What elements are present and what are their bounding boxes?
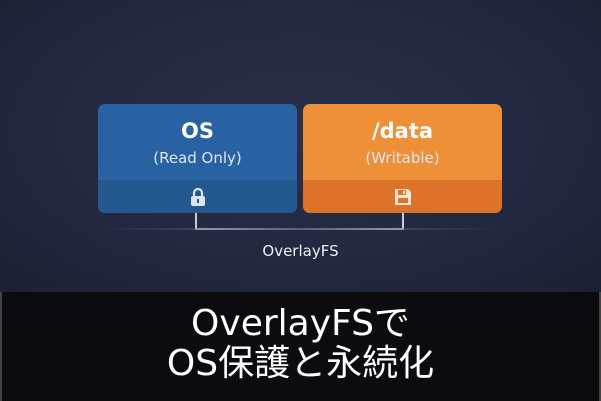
data-layer-box: /data (Writable) — [303, 104, 502, 213]
os-layer-box: OS (Read Only) — [98, 104, 297, 213]
lock-icon — [190, 187, 205, 206]
os-layer-title: OS — [181, 119, 214, 143]
os-layer-subtitle: (Read Only) — [153, 149, 242, 167]
data-layer-subtitle: (Writable) — [365, 149, 440, 167]
connector-line — [402, 213, 404, 230]
caption-line-2: OS保護と永続化 — [166, 343, 435, 384]
floppy-disk-icon — [394, 188, 411, 205]
overlayfs-label: OverlayFS — [262, 242, 339, 260]
diagram-area: OS (Read Only) /data (Writable) O — [0, 0, 601, 292]
caption-line-1: OverlayFSで — [191, 303, 410, 344]
caption-banner: OverlayFSで OS保護と永続化 — [0, 292, 601, 401]
overlay-baseline — [100, 228, 500, 230]
data-layer-title: /data — [371, 119, 434, 143]
connector-line — [195, 213, 197, 230]
